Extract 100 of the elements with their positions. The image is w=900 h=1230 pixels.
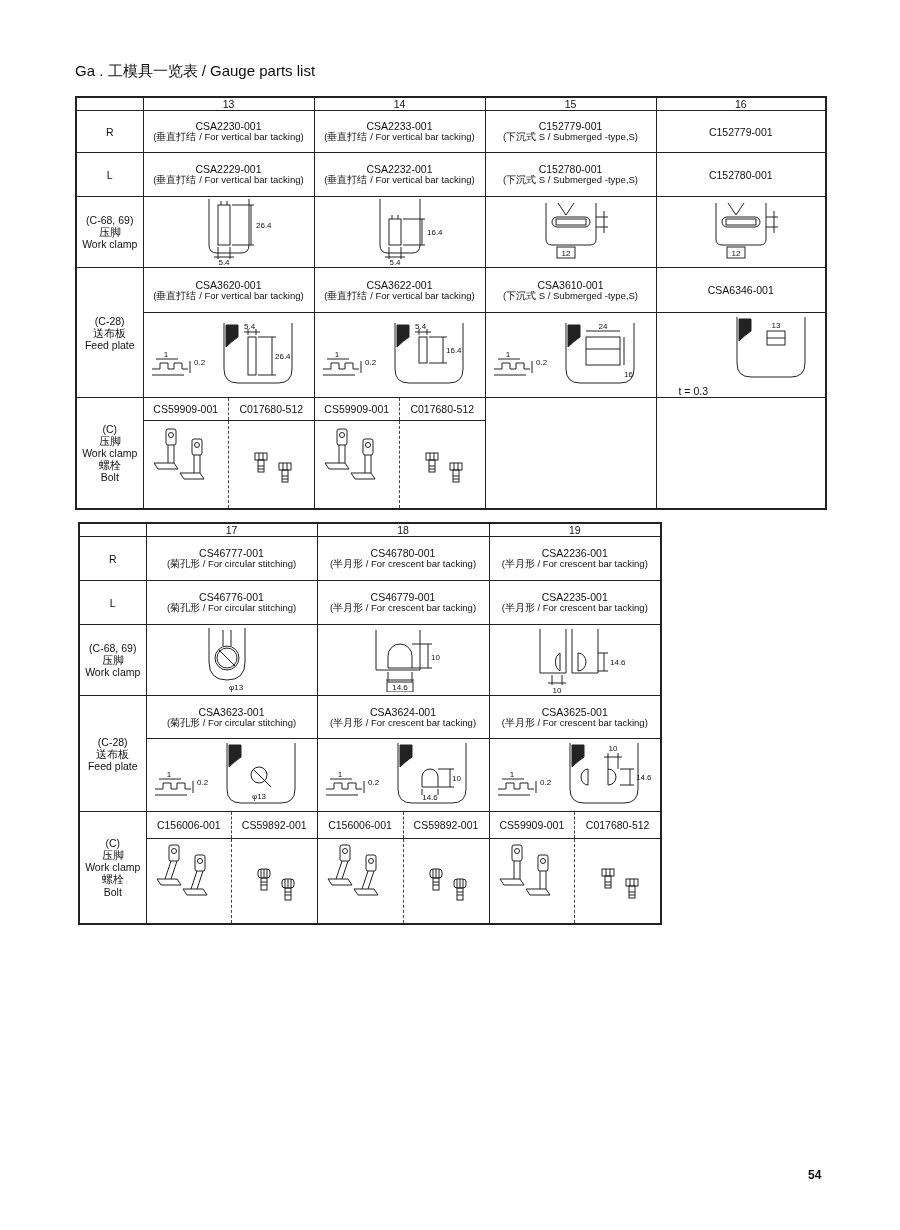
part-description: (垂直打结 / For vertical bar tacking) bbox=[152, 290, 305, 302]
row-label: (C) bbox=[101, 422, 119, 435]
dimension-value: 10 bbox=[431, 653, 440, 663]
part-description: (菊孔形 / For circular stitching) bbox=[165, 559, 298, 571]
dimension-value: 5.4 bbox=[217, 258, 230, 266]
dimension-value: 1 bbox=[163, 350, 168, 360]
row-label: R bbox=[104, 125, 115, 138]
dimension-value: 14.6 bbox=[635, 773, 652, 783]
dimension-value: 12 bbox=[561, 249, 570, 259]
row-label: Bolt bbox=[99, 471, 120, 484]
part-number: C152779-001 bbox=[707, 125, 774, 138]
part-number: C152779-001 bbox=[537, 120, 604, 133]
part-number: CSA3622-001 bbox=[365, 278, 434, 291]
part-number: CS59909-001 bbox=[499, 819, 565, 832]
part-description: (垂直打结 / For vertical bar tacking) bbox=[323, 132, 476, 144]
dimension-value: 0.2 bbox=[368, 778, 380, 788]
part-number: CS46777-001 bbox=[199, 547, 265, 560]
page-title: Ga . 工模具一览表 / Gauge parts list bbox=[75, 62, 316, 81]
row-label: 压脚 bbox=[100, 849, 125, 862]
row-label: (C-28) bbox=[96, 735, 129, 748]
dimension-value: 14.6 bbox=[609, 658, 626, 668]
dimension-value: φ13 bbox=[251, 792, 266, 802]
row-label: (C-68, 69) bbox=[88, 642, 138, 655]
row-label: R bbox=[107, 552, 118, 565]
row-label: Work clamp bbox=[84, 666, 142, 679]
part-number: CSA6346-001 bbox=[706, 284, 775, 297]
part-number: CSA2235-001 bbox=[540, 591, 609, 604]
column-number: 15 bbox=[563, 98, 578, 111]
dimension-value: 16 bbox=[623, 370, 633, 380]
dimension-value: 16.4 bbox=[445, 346, 462, 356]
part-number: CSA3620-001 bbox=[194, 278, 263, 291]
dimension-value: 1 bbox=[505, 350, 510, 360]
row-label: 送布板 bbox=[92, 326, 128, 339]
row-label: (C) bbox=[104, 837, 121, 850]
part-number: C017680-512 bbox=[410, 403, 475, 416]
part-number: CS59909-001 bbox=[153, 403, 219, 416]
dimension-value: 26.4 bbox=[255, 221, 272, 231]
dimension-value: 5.4 bbox=[414, 322, 426, 332]
dimension-value: 5.4 bbox=[388, 258, 401, 266]
part-description: (半月形 / For crescent bar tacking) bbox=[500, 717, 649, 729]
part-number: C017680-512 bbox=[585, 819, 650, 832]
part-number: CS46776-001 bbox=[199, 591, 265, 604]
part-number: CSA3610-001 bbox=[536, 278, 605, 291]
column-number: 17 bbox=[224, 524, 239, 537]
part-number: C156006-001 bbox=[156, 819, 221, 832]
part-description: (半月形 / For crescent bar tacking) bbox=[328, 603, 478, 615]
row-label: (C-28) bbox=[93, 314, 126, 327]
dimension-value: 1 bbox=[337, 770, 343, 780]
dimension-value: 24 bbox=[598, 322, 607, 332]
row-label: Work clamp bbox=[84, 861, 142, 874]
dimension-value: 0.2 bbox=[193, 358, 205, 368]
row-label: 送布板 bbox=[95, 747, 131, 760]
part-number: C152780-001 bbox=[537, 163, 604, 176]
dimension-value: 10 bbox=[452, 774, 461, 784]
part-description: (垂直打结 / For vertical bar tacking) bbox=[152, 175, 305, 187]
row-label: 压脚 bbox=[98, 226, 121, 239]
part-description: (菊孔形 / For circular stitching) bbox=[165, 717, 298, 729]
part-description: (半月形 / For crescent bar tacking) bbox=[500, 559, 649, 571]
column-number: 19 bbox=[567, 524, 582, 537]
part-number: C152780-001 bbox=[707, 168, 774, 181]
row-label: Bolt bbox=[102, 885, 123, 898]
part-number: CSA3623-001 bbox=[197, 705, 266, 718]
part-number: CSA3625-001 bbox=[540, 705, 609, 718]
row-label: (C-68, 69) bbox=[85, 214, 135, 227]
dimension-value: 14.6 bbox=[422, 793, 438, 803]
part-number: CSA2236-001 bbox=[540, 547, 609, 560]
dimension-value: 0.2 bbox=[539, 778, 551, 788]
part-description: (下沉式 S / Submerged -type,S) bbox=[501, 175, 640, 187]
column-number: 16 bbox=[733, 98, 748, 111]
dimension-value: 26.4 bbox=[274, 352, 291, 362]
part-description: (半月形 / For crescent bar tacking) bbox=[500, 603, 649, 615]
part-number: CSA2229-001 bbox=[195, 163, 263, 176]
part-number: CS59892-001 bbox=[241, 819, 307, 832]
part-number: CSA2233-001 bbox=[366, 120, 434, 133]
row-label: Feed plate bbox=[83, 338, 136, 351]
dimension-value: 0.2 bbox=[196, 778, 208, 788]
column-number: 18 bbox=[396, 524, 410, 537]
dimension-value: 12 bbox=[731, 249, 741, 259]
dimension-value: 1 bbox=[166, 770, 171, 780]
dimension-value: 10 bbox=[608, 744, 618, 754]
dimension-value: 1 bbox=[334, 350, 339, 360]
dimension-value: 5.4 bbox=[243, 322, 255, 332]
part-description: (垂直打结 / For vertical bar tacking) bbox=[152, 132, 305, 144]
part-number: CSA2230-001 bbox=[195, 120, 263, 133]
dimension-value: 0.2 bbox=[535, 358, 547, 368]
row-label: L bbox=[105, 168, 114, 181]
part-number: C017680-512 bbox=[239, 403, 304, 416]
part-description: (下沉式 S / Submerged -type,S) bbox=[501, 290, 640, 302]
row-label: 螺栓 bbox=[97, 459, 121, 472]
dimension-value: 0.2 bbox=[364, 358, 376, 368]
row-label: 压脚 bbox=[101, 654, 124, 667]
part-number: CS46780-001 bbox=[369, 547, 437, 560]
part-number: C156006-001 bbox=[328, 819, 392, 832]
page-number: 54 bbox=[808, 1168, 822, 1182]
part-description: (菊孔形 / For circular stitching) bbox=[165, 603, 298, 615]
dimension-value: 13 bbox=[771, 321, 780, 331]
part-description: (垂直打结 / For vertical bar tacking) bbox=[323, 290, 476, 302]
thickness-note: t = 0.3 bbox=[677, 385, 709, 398]
part-description: (半月形 / For crescent bar tacking) bbox=[328, 717, 478, 729]
column-number: 14 bbox=[392, 98, 407, 111]
